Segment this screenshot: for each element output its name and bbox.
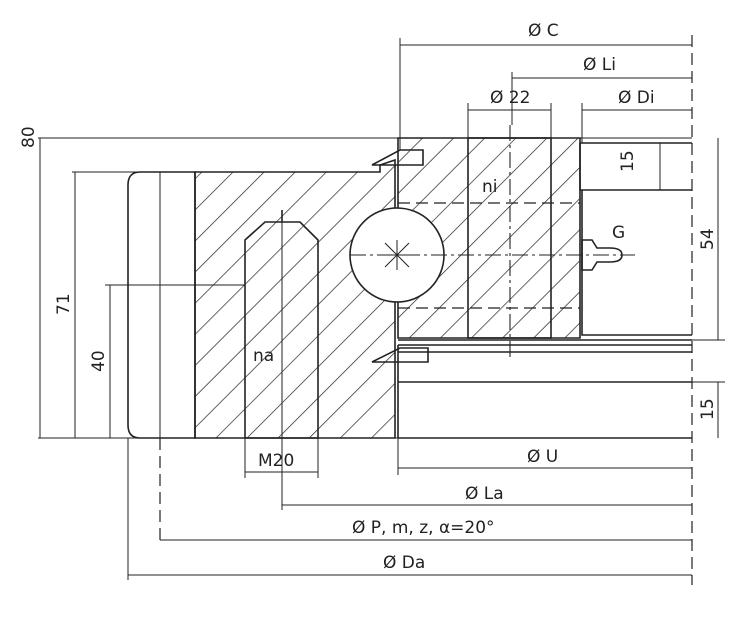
dim-li: Ø Li <box>583 55 616 75</box>
dim-da: Ø Da <box>383 553 425 573</box>
dim-la: Ø La <box>465 484 504 504</box>
inner-ring <box>349 125 692 439</box>
dim-height-total: 80 <box>19 126 39 148</box>
grease-nipple-icon <box>581 239 623 271</box>
label-na: na <box>253 346 274 366</box>
label-ni: ni <box>482 177 498 197</box>
dim-c: Ø C <box>528 21 559 41</box>
dim-height-outer: 71 <box>54 293 74 315</box>
label-grease-nipple: G <box>612 223 625 243</box>
dim-u: Ø U <box>527 447 558 467</box>
dim-step-top: 15 <box>618 150 638 172</box>
outer-ring <box>127 158 396 439</box>
dim-height-54: 54 <box>698 228 718 250</box>
dim-step-bottom: 15 <box>698 398 718 420</box>
dim-di: Ø Di <box>618 88 655 108</box>
dim-height-40: 40 <box>89 350 109 372</box>
dim-bore: Ø 22 <box>490 88 530 108</box>
dim-thread: M20 <box>258 451 294 471</box>
dim-p: Ø P, m, z, α=20° <box>352 518 495 538</box>
